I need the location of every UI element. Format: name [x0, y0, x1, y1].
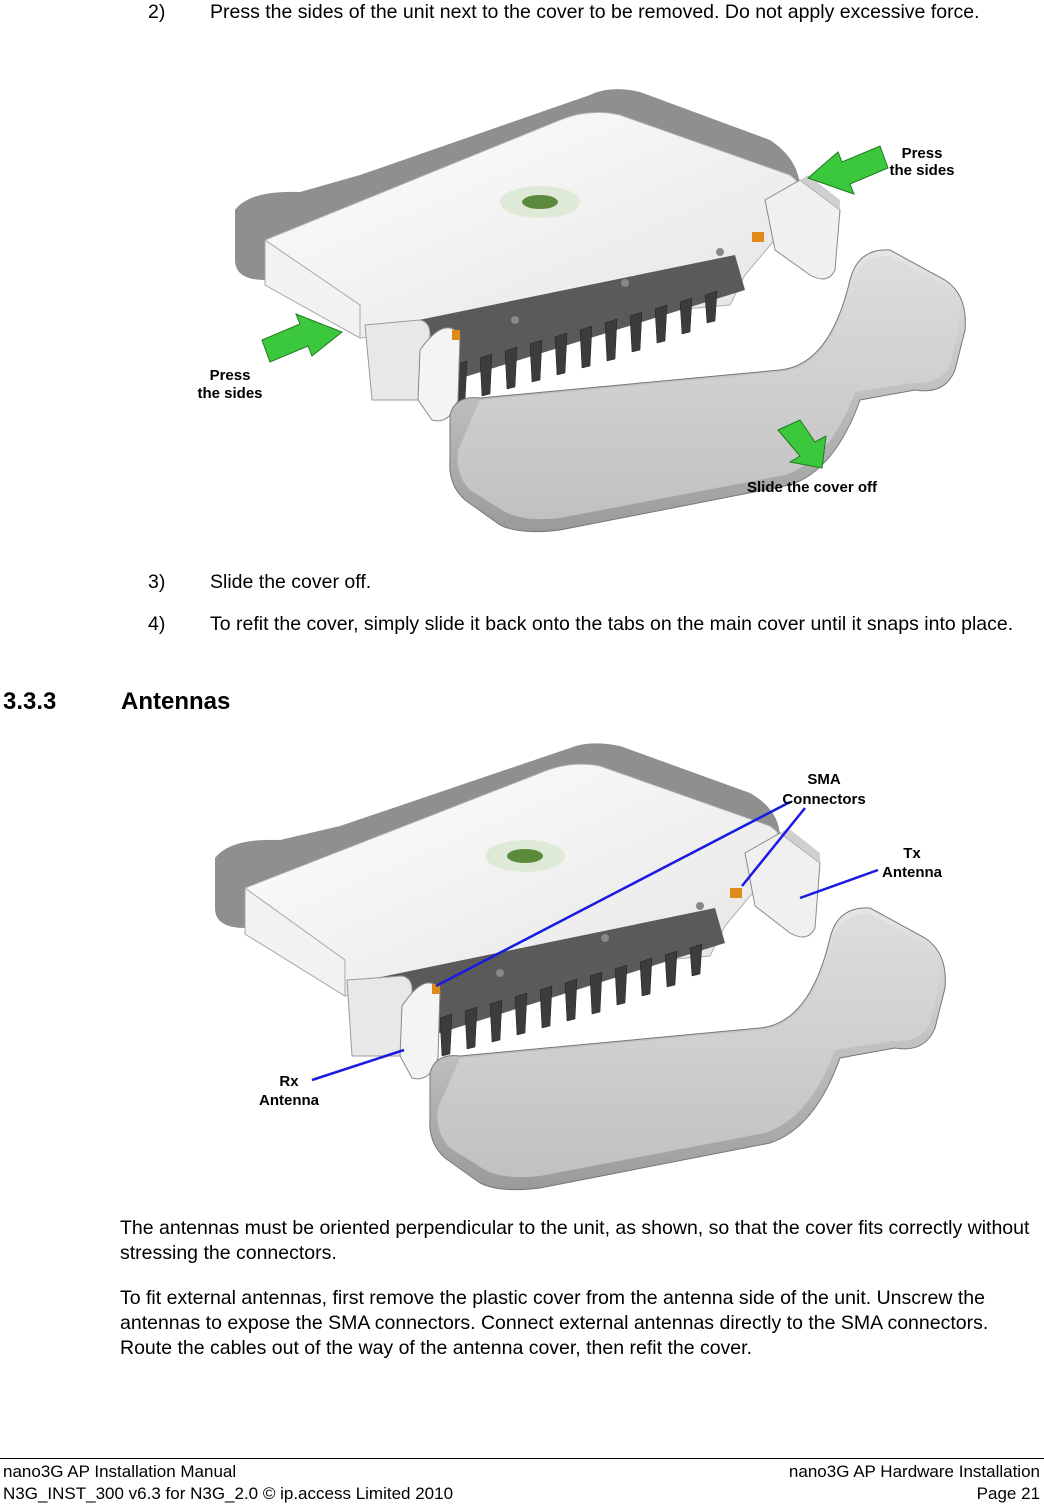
callout-sma-line1: SMA	[807, 771, 841, 788]
footer-chapter-title: nano3G AP Hardware Installation	[788, 1462, 1040, 1481]
callout-slide-cover: Slide the cover off	[747, 479, 878, 496]
callout-tx-line2: Antenna	[882, 864, 943, 881]
step-text: Press the sides of the unit next to the …	[210, 1, 980, 23]
step-text: To refit the cover, simply slide it back…	[210, 613, 1014, 635]
section-title: Antennas	[121, 688, 231, 715]
callout-press-left-line1: Press	[210, 367, 251, 384]
cover-removal-illustration: Press the sides Press the sides Slide th…	[197, 89, 966, 533]
step-text: Slide the cover off.	[210, 571, 372, 593]
callout-rx-line2: Antenna	[259, 1092, 320, 1109]
footer-document-id: N3G_INST_300 v6.3 for N3G_2.0 © ip.acces…	[3, 1484, 454, 1503]
callout-rx-line1: Rx	[279, 1073, 299, 1090]
slide-arrow	[777, 419, 827, 469]
press-arrow-left	[261, 313, 343, 363]
callout-press-right-line1: Press	[902, 145, 943, 162]
callout-sma-line2: Connectors	[782, 791, 865, 808]
step-number: 2)	[148, 1, 166, 23]
press-arrow-right	[807, 145, 889, 195]
callout-tx-line1: Tx	[903, 845, 921, 862]
step-number: 3)	[148, 571, 166, 593]
footer-page-number: Page 21	[976, 1484, 1040, 1503]
paragraph-external-antennas: To fit external antennas, first remove t…	[120, 1287, 989, 1359]
callout-press-right-line2: the sides	[889, 162, 954, 179]
device-unit	[235, 89, 841, 422]
callout-press-left-line2: the sides	[197, 385, 262, 402]
device-unit	[215, 743, 821, 1080]
paragraph-orientation: The antennas must be oriented perpendicu…	[120, 1217, 1030, 1264]
section-number: 3.3.3	[3, 688, 57, 715]
leader-lines	[311, 800, 879, 1082]
footer-manual-title: nano3G AP Installation Manual	[3, 1462, 237, 1481]
antenna-illustration: SMA Connectors Tx Antenna Rx Antenna	[215, 743, 946, 1191]
footer-divider	[0, 1458, 1044, 1459]
step-number: 4)	[148, 613, 166, 635]
